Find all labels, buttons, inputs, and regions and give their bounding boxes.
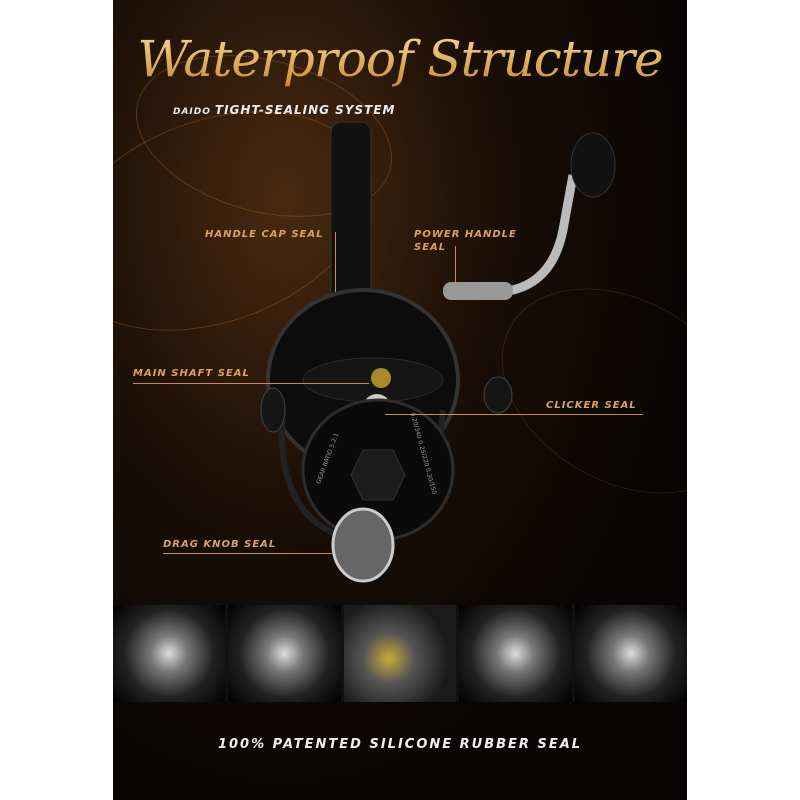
seal-detail-photo: [113, 605, 226, 702]
seal-detail-photo: [574, 605, 687, 702]
callout-line: [455, 246, 456, 282]
callout-line: [133, 383, 369, 384]
callout-drag-knob-seal: DRAG KNOB SEAL: [163, 539, 277, 550]
callout-line: [163, 553, 333, 554]
footer-tagline: 100% PATENTED SILICONE RUBBER SEAL: [217, 737, 583, 752]
callout-power-handle-seal-line1: POWER HANDLE: [414, 229, 517, 240]
poster-title: Waterproof Structure: [113, 30, 687, 88]
fishing-reel-illustration: [260, 121, 616, 583]
seal-detail-photo-strip: [113, 605, 687, 702]
callout-main-shaft-seal: MAIN SHAFT SEAL: [133, 368, 250, 379]
seal-detail-photo: [459, 605, 572, 702]
callout-handle-cap-seal: HANDLE CAP SEAL: [205, 229, 324, 240]
seal-detail-photo: [228, 605, 341, 702]
callout-line: [335, 232, 336, 292]
callout-line: [385, 414, 643, 415]
callout-clicker-seal: CLICKER SEAL: [546, 400, 637, 411]
seal-detail-photo: [343, 605, 457, 702]
callout-power-handle-seal-line2: SEAL: [414, 242, 447, 253]
brand-name: DAIDO: [173, 107, 211, 117]
subtitle-text: TIGHT-SEALING SYSTEM: [214, 103, 396, 117]
